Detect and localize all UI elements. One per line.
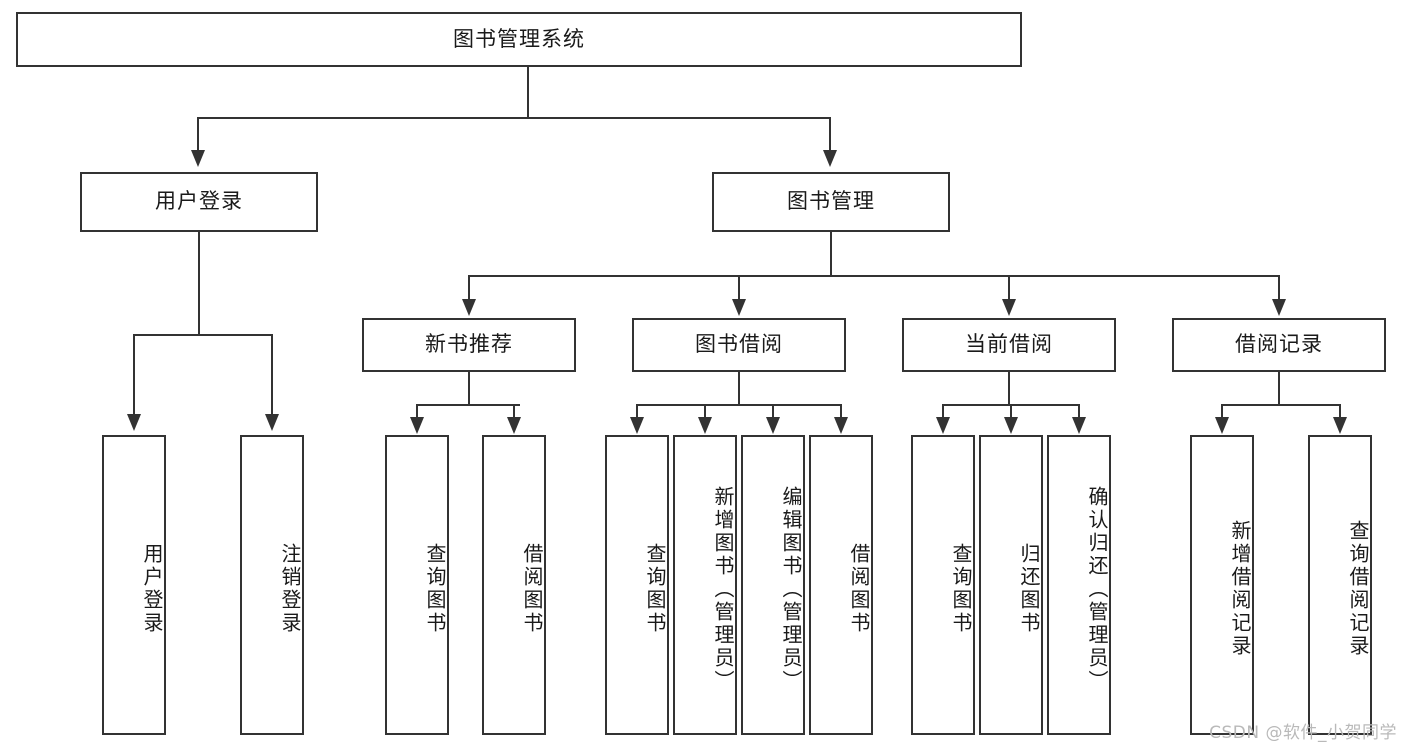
arrow-root-to-bookmgmt xyxy=(823,150,837,167)
connector-login-bus xyxy=(133,334,272,336)
leaf-query-borrow-record[interactable]: 查询借阅记录 xyxy=(1308,435,1372,735)
connector-newbook-child-1 xyxy=(416,404,418,418)
connector-borrow-child-3 xyxy=(772,404,774,418)
connector-borrow-child-2 xyxy=(704,404,706,418)
leaf-query-book-newbook[interactable]: 查询图书 xyxy=(385,435,449,735)
node-book-borrow[interactable]: 图书借阅 xyxy=(632,318,846,372)
connector-borrow-bus xyxy=(636,404,842,406)
arrow-bookmgmt-child-1 xyxy=(462,299,476,316)
arrow-record-child-1 xyxy=(1215,417,1229,434)
arrow-borrow-child-2 xyxy=(698,417,712,434)
leaf-edit-book-admin[interactable]: 编辑图书（管理员） xyxy=(741,435,805,735)
arrow-current-child-3 xyxy=(1072,417,1086,434)
connector-bookmgmt-child-4 xyxy=(1278,275,1280,300)
connector-current-child-3 xyxy=(1078,404,1080,418)
connector-root-to-login xyxy=(197,117,199,150)
leaf-add-borrow-record[interactable]: 新增借阅记录 xyxy=(1190,435,1254,735)
arrow-bookmgmt-child-3 xyxy=(1002,299,1016,316)
node-book-management[interactable]: 图书管理 xyxy=(712,172,950,232)
arrow-current-child-2 xyxy=(1004,417,1018,434)
arrow-login-child-2 xyxy=(265,414,279,431)
arrow-borrow-child-3 xyxy=(766,417,780,434)
node-user-login[interactable]: 用户登录 xyxy=(80,172,318,232)
connector-record-bus xyxy=(1221,404,1340,406)
connector-login-child-1 xyxy=(133,334,135,414)
leaf-confirm-return-admin[interactable]: 确认归还（管理员） xyxy=(1047,435,1111,735)
leaf-add-book-admin[interactable]: 新增图书（管理员） xyxy=(673,435,737,735)
connector-record-stem xyxy=(1278,372,1280,405)
connector-borrow-child-1 xyxy=(636,404,638,418)
connector-login-stem xyxy=(198,232,200,335)
leaf-borrow-book[interactable]: 借阅图书 xyxy=(809,435,873,735)
node-borrow-record[interactable]: 借阅记录 xyxy=(1172,318,1386,372)
connector-login-child-2 xyxy=(271,334,273,414)
arrow-bookmgmt-child-4 xyxy=(1272,299,1286,316)
node-new-book-recommend[interactable]: 新书推荐 xyxy=(362,318,576,372)
connector-borrow-stem xyxy=(738,372,740,405)
arrow-bookmgmt-child-2 xyxy=(732,299,746,316)
connector-bookmgmt-child-2 xyxy=(738,275,740,300)
connector-bookmgmt-child-3 xyxy=(1008,275,1010,300)
connector-current-child-1 xyxy=(942,404,944,418)
arrow-newbook-child-1 xyxy=(410,417,424,434)
leaf-borrow-book-newbook[interactable]: 借阅图书 xyxy=(482,435,546,735)
arrow-record-child-2 xyxy=(1333,417,1347,434)
csdn-watermark: CSDN @软件_小贺同学 xyxy=(1209,723,1397,743)
node-current-borrow[interactable]: 当前借阅 xyxy=(902,318,1116,372)
arrow-borrow-child-1 xyxy=(630,417,644,434)
node-root-system[interactable]: 图书管理系统 xyxy=(16,12,1022,67)
leaf-logout[interactable]: 注销登录 xyxy=(240,435,304,735)
arrow-newbook-child-2 xyxy=(507,417,521,434)
arrow-root-to-login xyxy=(191,150,205,167)
connector-root-to-bookmgmt xyxy=(829,117,831,150)
connector-root-bus xyxy=(197,117,830,119)
connector-borrow-child-4 xyxy=(840,404,842,418)
leaf-user-login[interactable]: 用户登录 xyxy=(102,435,166,735)
leaf-return-book[interactable]: 归还图书 xyxy=(979,435,1043,735)
connector-bookmgmt-child-1 xyxy=(468,275,470,300)
connector-current-child-2 xyxy=(1010,404,1012,418)
leaf-query-book-borrow[interactable]: 查询图书 xyxy=(605,435,669,735)
connector-current-stem xyxy=(1008,372,1010,405)
connector-newbook-bus xyxy=(416,404,520,406)
connector-record-child-2 xyxy=(1339,404,1341,418)
connector-bookmgmt-bus xyxy=(468,275,1279,277)
leaf-query-book-current[interactable]: 查询图书 xyxy=(911,435,975,735)
connector-record-child-1 xyxy=(1221,404,1223,418)
connector-newbook-child-2 xyxy=(513,404,515,418)
connector-newbook-stem xyxy=(468,372,470,405)
arrow-borrow-child-4 xyxy=(834,417,848,434)
connector-bookmgmt-stem xyxy=(830,232,832,276)
arrow-current-child-1 xyxy=(936,417,950,434)
connector-root-stem xyxy=(527,67,529,118)
arrow-login-child-1 xyxy=(127,414,141,431)
